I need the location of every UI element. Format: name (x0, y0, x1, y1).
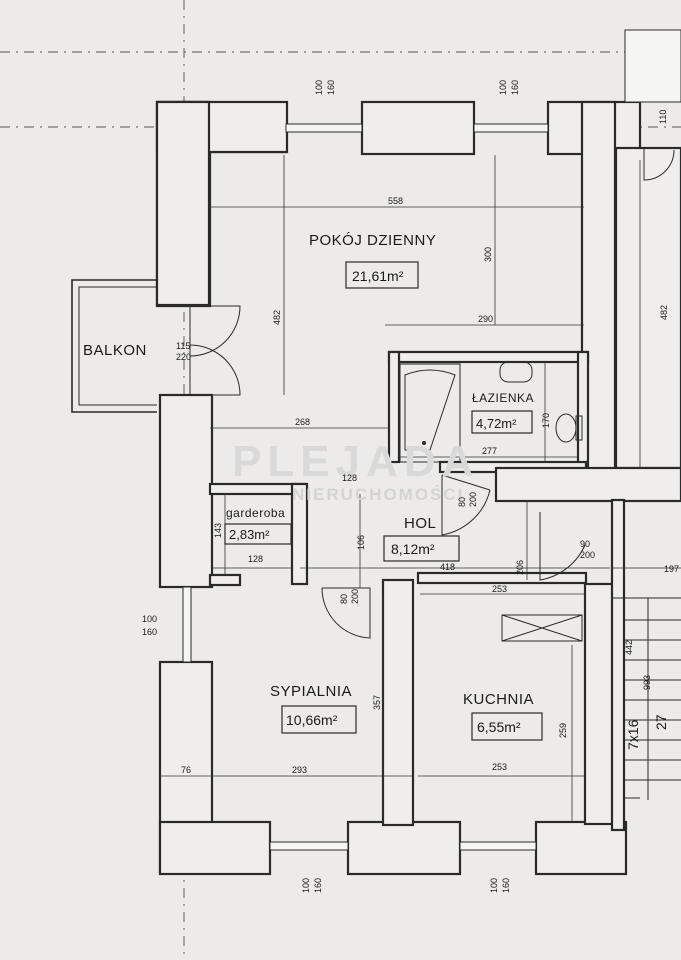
dim-253-top: 253 (492, 584, 507, 594)
balcony (71, 279, 157, 413)
dim-220: 220 (176, 352, 191, 362)
stairs-count: 7x16 (625, 719, 641, 750)
dim-128-bottom: 128 (248, 554, 263, 564)
walls (155, 100, 681, 876)
room-name-garderoba: garderoba (226, 506, 285, 520)
room-area-hol: 8,12m² (391, 541, 435, 557)
dim-558: 558 (388, 196, 403, 206)
dimension-lines (160, 155, 681, 822)
dim-290: 290 (478, 314, 493, 324)
doors (189, 148, 675, 639)
room-area-lazienka: 4,72m² (476, 416, 517, 431)
dim-143: 143 (213, 523, 223, 538)
room-area-pokoj: 21,61m² (352, 268, 404, 284)
dim-300: 300 (483, 247, 493, 262)
dim-200-syp: 200 (350, 589, 360, 604)
dim-window-top1-b: 160 (326, 80, 336, 95)
stairs (612, 597, 681, 800)
dim-357: 357 (372, 695, 382, 710)
dim-80-hol: 80 (457, 497, 467, 507)
dim-80-syp: 80 (339, 594, 349, 604)
room-area-sypialnia: 10,66m² (286, 712, 338, 728)
dim-106: 106 (356, 535, 366, 550)
room-name-pokoj: POKÓJ DZIENNY (309, 232, 436, 249)
watermark-subtitle: NIERUCHOMOŚCI (292, 485, 464, 504)
room-name-kuchnia: KUCHNIA (463, 691, 534, 708)
dim-115: 115 (176, 341, 190, 351)
room-name-sypialnia: SYPIALNIA (270, 683, 352, 700)
dim-90: 90 (580, 539, 590, 549)
room-name-hol: HOL (404, 515, 436, 532)
dim-482-left: 482 (272, 310, 282, 325)
dim-442: 442 (624, 640, 634, 655)
dim-128-top: 128 (342, 473, 357, 483)
dim-253-bottom: 253 (492, 762, 507, 772)
dim-418: 418 (440, 562, 455, 572)
dim-window-left-a: 100 (142, 614, 157, 624)
room-area-kuchnia: 6,55m² (477, 719, 521, 735)
dim-482-right: 482 (659, 305, 669, 320)
dim-window-top2-a: 100 (498, 80, 508, 95)
dim-window-bot1-b: 160 (313, 878, 323, 893)
dim-76: 76 (181, 765, 191, 775)
stairs-small: 993 (642, 675, 652, 690)
dim-268: 268 (295, 417, 310, 427)
dim-200-right: 200 (580, 550, 595, 560)
dim-window-top1-a: 100 (314, 80, 324, 95)
dim-197: 197 (664, 564, 679, 574)
room-name-lazienka: ŁAZIENKA (472, 391, 534, 405)
dim-window-bot2-a: 100 (489, 878, 499, 893)
stairs-27: 27 (653, 714, 669, 730)
dim-293: 293 (292, 765, 307, 775)
dim-206: 206 (515, 560, 525, 575)
dimension-labels: 558 482 300 290 482 268 115 220 277 170 … (142, 80, 679, 893)
dim-110: 110 (658, 110, 668, 124)
room-area-garderoba: 2,83m² (229, 527, 270, 542)
fixtures (399, 361, 681, 800)
dim-window-bot2-b: 160 (501, 878, 511, 893)
dim-window-bot1-a: 100 (301, 878, 311, 893)
watermark-logo: PLEJADA (232, 437, 479, 486)
dim-277: 277 (482, 446, 497, 456)
dim-259: 259 (558, 723, 568, 738)
dim-170: 170 (541, 413, 551, 428)
dim-window-left-b: 160 (142, 627, 157, 637)
room-name-balkon: BALKON (83, 342, 147, 359)
dim-200-hol: 200 (468, 492, 478, 507)
dim-window-top2-b: 160 (510, 80, 520, 95)
windows (182, 29, 681, 851)
